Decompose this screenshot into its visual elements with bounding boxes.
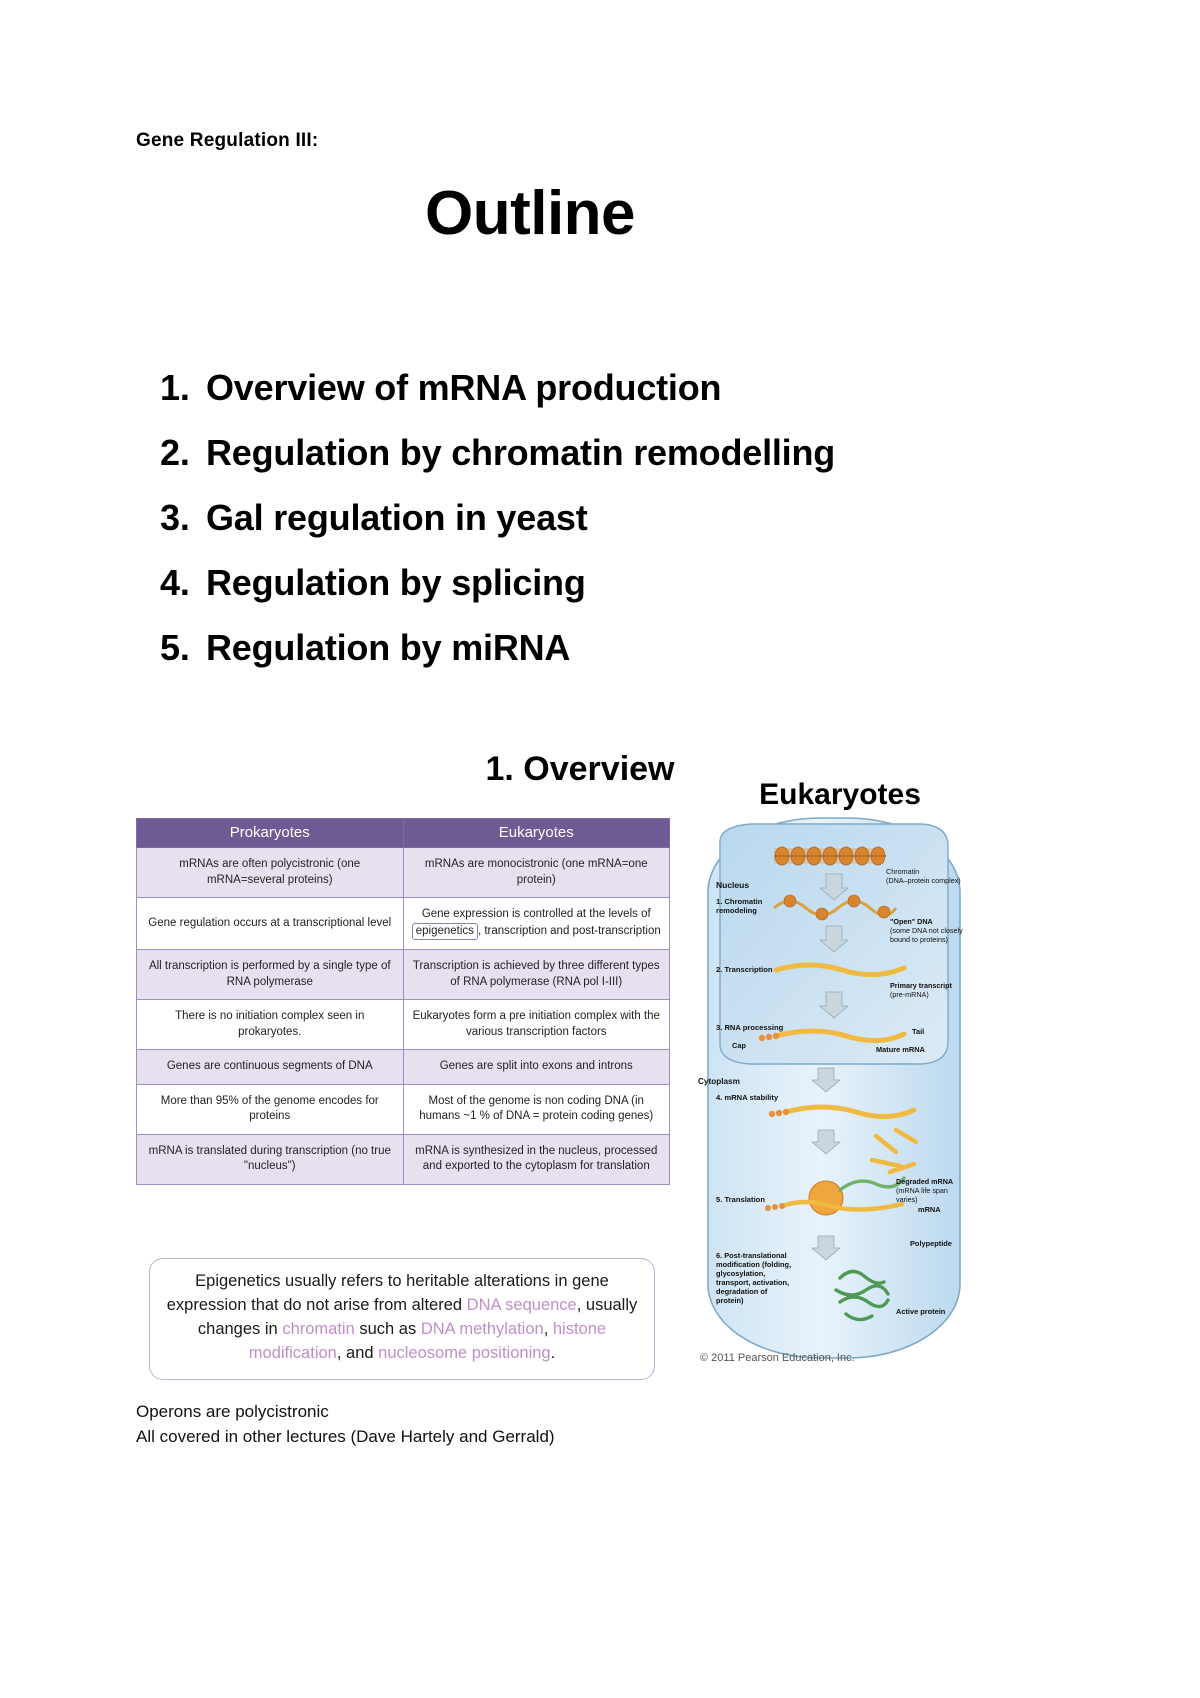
label-step-6: 6. Post-translational — [716, 1251, 787, 1260]
svg-text:varies): varies) — [896, 1195, 918, 1204]
table-header-row: Prokaryotes Eukaryotes — [136, 818, 670, 848]
label-tail: Tail — [912, 1027, 924, 1036]
list-item-label: Gal regulation in yeast — [206, 497, 588, 538]
epigenetics-callout: Epigenetics usually refers to heritable … — [149, 1258, 655, 1380]
list-item-number: 1. — [160, 367, 190, 408]
cell-text-pre: Gene expression is controlled at the lev… — [421, 908, 651, 921]
label-degraded-mrna: Degraded mRNA — [896, 1177, 953, 1186]
list-item-number: 2. — [160, 432, 190, 473]
page-title: Outline — [424, 179, 636, 248]
table-row: All transcription is performed by a sing… — [136, 949, 670, 1001]
cell-eukaryotes: Eukaryotes form a pre initiation complex… — [402, 999, 670, 1051]
epi-seg-nucleosome-positioning: nucleosome positioning — [378, 1343, 551, 1362]
cell-eukaryotes: Transcription is achieved by three diffe… — [402, 949, 670, 1001]
table-row: Genes are continuous segments of DNA Gen… — [136, 1049, 670, 1085]
list-item-label: Regulation by miRNA — [206, 627, 571, 668]
cell-prokaryotes: Genes are continuous segments of DNA — [136, 1049, 404, 1085]
section-heading: 1. Overview — [485, 750, 675, 788]
label-active-protein: Active protein — [896, 1307, 946, 1316]
label-primary-transcript: Primary transcript — [890, 981, 953, 990]
list-item-number: 5. — [160, 627, 190, 668]
list-item-label: Overview of mRNA production — [206, 367, 722, 408]
svg-text:degradation of: degradation of — [716, 1287, 768, 1296]
list-item-label: Regulation by chromatin remodelling — [206, 432, 836, 473]
svg-text:(pre-mRNA): (pre-mRNA) — [890, 990, 929, 999]
column-header-eukaryotes: Eukaryotes — [402, 818, 670, 848]
label-nucleus: Nucleus — [716, 880, 749, 890]
label-mrna: mRNA — [918, 1205, 941, 1214]
label-step-5: 5. Translation — [716, 1195, 765, 1204]
list-item: 3. Gal regulation in yeast — [160, 500, 1020, 536]
epi-seg: such as — [354, 1319, 421, 1338]
cell-prokaryotes: There is no initiation complex seen in p… — [136, 999, 404, 1051]
column-header-prokaryotes: Prokaryotes — [136, 818, 404, 848]
cell-eukaryotes: Most of the genome is non coding DNA (in… — [402, 1083, 670, 1135]
table-row: More than 95% of the genome encodes for … — [136, 1083, 670, 1135]
cell-prokaryotes: mRNAs are often polycistronic (one mRNA=… — [136, 846, 404, 899]
cell-text-post: , transcription and post-transcription — [477, 924, 661, 937]
cell-prokaryotes: Gene regulation occurs at a transcriptio… — [136, 897, 404, 951]
label-open-dna: "Open" DNA — [890, 917, 933, 926]
cell-eukaryotes: Genes are split into exons and introns — [402, 1049, 670, 1085]
list-item: 2. Regulation by chromatin remodelling — [160, 435, 1020, 471]
epi-seg: Epigenetics usually refers to heritable … — [166, 1272, 609, 1314]
cell-prokaryotes: mRNA is translated during transcription … — [136, 1133, 404, 1185]
cell-eukaryotes: Gene expression is controlled at the lev… — [402, 897, 670, 951]
cell-prokaryotes: More than 95% of the genome encodes for … — [136, 1083, 404, 1135]
svg-text:protein): protein) — [716, 1296, 744, 1305]
label-step-2: 2. Transcription — [716, 965, 773, 974]
label-step-1: 1. Chromatin — [716, 897, 763, 906]
svg-text:transport, activation,: transport, activation, — [716, 1278, 789, 1287]
bottom-notes: Operons are polycistronic All covered in… — [136, 1400, 555, 1449]
note-line-1: Operons are polycistronic — [136, 1402, 329, 1421]
ribosome-icon — [765, 1176, 906, 1216]
note-line-2: All covered in other lectures (Dave Hart… — [136, 1426, 555, 1446]
svg-text:bound to proteins): bound to proteins) — [890, 935, 948, 944]
cell-eukaryotes: mRNA is synthesized in the nucleus, proc… — [402, 1133, 670, 1185]
active-protein-icon — [834, 1269, 890, 1322]
svg-text:(DNA–protein complex): (DNA–protein complex) — [886, 876, 961, 885]
comparison-table: Prokaryotes Eukaryotes mRNAs are often p… — [136, 818, 670, 1185]
chromatin-icon — [774, 846, 886, 866]
svg-text:glycosylation,: glycosylation, — [716, 1269, 765, 1278]
label-chromatin: Chromatin — [886, 867, 919, 876]
list-item-label: Regulation by splicing — [206, 562, 586, 603]
svg-text:(some DNA not closely: (some DNA not closely — [890, 926, 963, 935]
eukaryote-gene-expression-figure: Nucleus 1. Chromatin remodeling Chromati… — [690, 812, 990, 1372]
svg-text:remodeling: remodeling — [716, 906, 757, 915]
list-item: 5. Regulation by miRNA — [160, 630, 1020, 666]
epi-seg-chromatin: chromatin — [282, 1319, 355, 1338]
label-mature-mrna: Mature mRNA — [876, 1045, 926, 1054]
epi-seg: , usually changes in — [197, 1295, 638, 1338]
cell-eukaryotes: mRNAs are monocistronic (one mRNA=one pr… — [402, 846, 670, 899]
label-cytoplasm: Cytoplasm — [698, 1077, 740, 1086]
epi-seg-dna-sequence: DNA sequence — [466, 1295, 577, 1314]
epi-seg: , and — [336, 1343, 379, 1362]
list-item-number: 3. — [160, 497, 190, 538]
label-polypeptide: Polypeptide — [910, 1239, 952, 1248]
open-dna-icon — [773, 894, 898, 921]
figure-title: Eukaryotes — [759, 778, 921, 811]
epi-seg: , — [543, 1319, 553, 1338]
table-row: There is no initiation complex seen in p… — [136, 999, 670, 1051]
svg-text:modification (folding,: modification (folding, — [716, 1260, 791, 1269]
label-cap: Cap — [732, 1041, 746, 1050]
epi-seg: . — [550, 1343, 556, 1362]
label-step-4: 4. mRNA stability — [716, 1093, 779, 1102]
figure-credit: © 2011 Pearson Education, Inc. — [700, 1352, 855, 1364]
epi-seg-histone-modification: histone modification — [248, 1319, 607, 1362]
document-kicker: Gene Regulation III: — [136, 130, 319, 151]
table-row: Gene regulation occurs at a transcriptio… — [136, 897, 670, 951]
list-item: 1. Overview of mRNA production — [160, 370, 1020, 406]
list-item-number: 4. — [160, 562, 190, 603]
list-item: 4. Regulation by splicing — [160, 565, 1020, 601]
highlight-epigenetics: epigenetics — [411, 922, 478, 941]
epi-seg-dna-methylation: DNA methylation — [420, 1319, 544, 1338]
label-step-3: 3. RNA processing — [716, 1023, 784, 1032]
table-row: mRNA is translated during transcription … — [136, 1133, 670, 1185]
cell-prokaryotes: All transcription is performed by a sing… — [136, 949, 404, 1001]
table-row: mRNAs are often polycistronic (one mRNA=… — [136, 846, 670, 899]
outline-list: 1. Overview of mRNA production 2. Regula… — [160, 370, 1020, 695]
svg-text:(mRNA life span: (mRNA life span — [896, 1186, 948, 1195]
